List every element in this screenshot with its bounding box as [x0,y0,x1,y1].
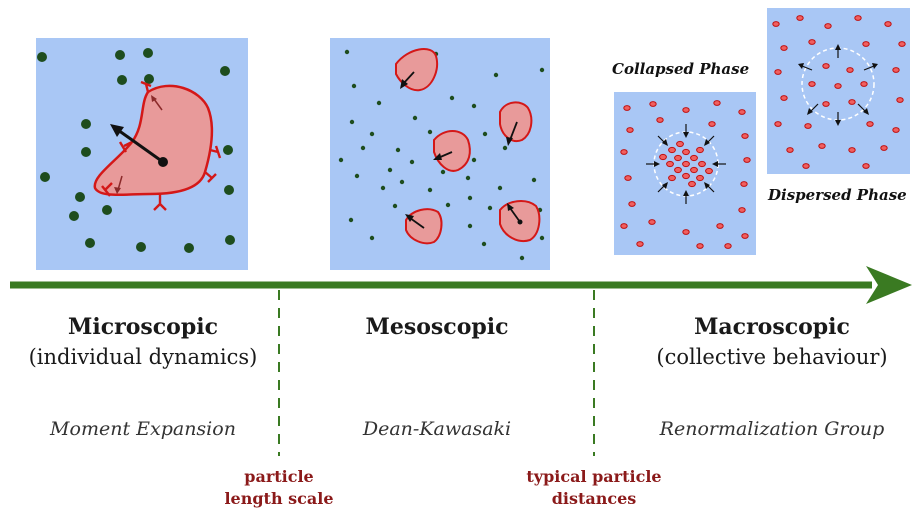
collapsed-cluster-particles [659,140,713,188]
boundary-label-2-line2: distances [551,489,637,508]
macroscopic-method: Renormalization Group [659,418,885,440]
boundary-label-1-line1: particle [244,467,314,486]
collapsed-inward-arrows [646,124,726,204]
boundary-label-2-line1: typical particle [526,467,662,486]
dispersed-particles [772,15,906,169]
collapsed-phase-label: Collapsed Phase [612,60,750,78]
receptor-force-arrowhead-bottom [114,187,121,194]
dispersed-phase-label: Dispersed Phase [768,186,907,204]
mesoscopic-orientation-arrows [400,71,523,229]
scale-axis-arrowhead [866,266,912,304]
mesoscopic-title: Mesoscopic [365,314,509,340]
boundary-label-particle-length-scale: particle length scale [200,466,358,510]
boundary-label-typical-particle-distances: typical particle distances [500,466,688,510]
collapsed-phase-panel [614,92,756,255]
particle-surface-receptors [101,80,222,211]
meso-particle-4 [405,208,443,245]
dispersed-phase-panel [767,8,910,174]
microscopic-title: Microscopic [68,314,218,340]
microscopic-method: Moment Expansion [50,418,236,440]
dispersed-outward-arrows [798,44,878,126]
meso-particle-3 [499,101,533,142]
mesoscopic-method: Dean-Kawasaki [362,418,512,440]
collapsed-outer-particles [620,100,751,249]
microscopic-panel [36,38,248,270]
boundary-label-1-line2: length scale [224,489,334,508]
scale-axis-arrow [10,266,912,304]
macroscopic-subtitle: (collective behaviour) [656,345,888,369]
microscopic-subtitle: (individual dynamics) [28,345,258,369]
macroscopic-title: Macroscopic [694,314,850,340]
receptor-force-arrowhead-top [151,95,157,102]
particle-orientation-arrowhead [110,124,124,137]
particle-center-dot [158,157,168,167]
receptor-force-arrow-top [153,98,163,111]
meso-particle-2 [433,130,471,172]
microscopic-solvent-dots [37,48,235,253]
mesoscopic-panel [330,38,550,270]
particle-orientation-arrow [117,128,164,164]
